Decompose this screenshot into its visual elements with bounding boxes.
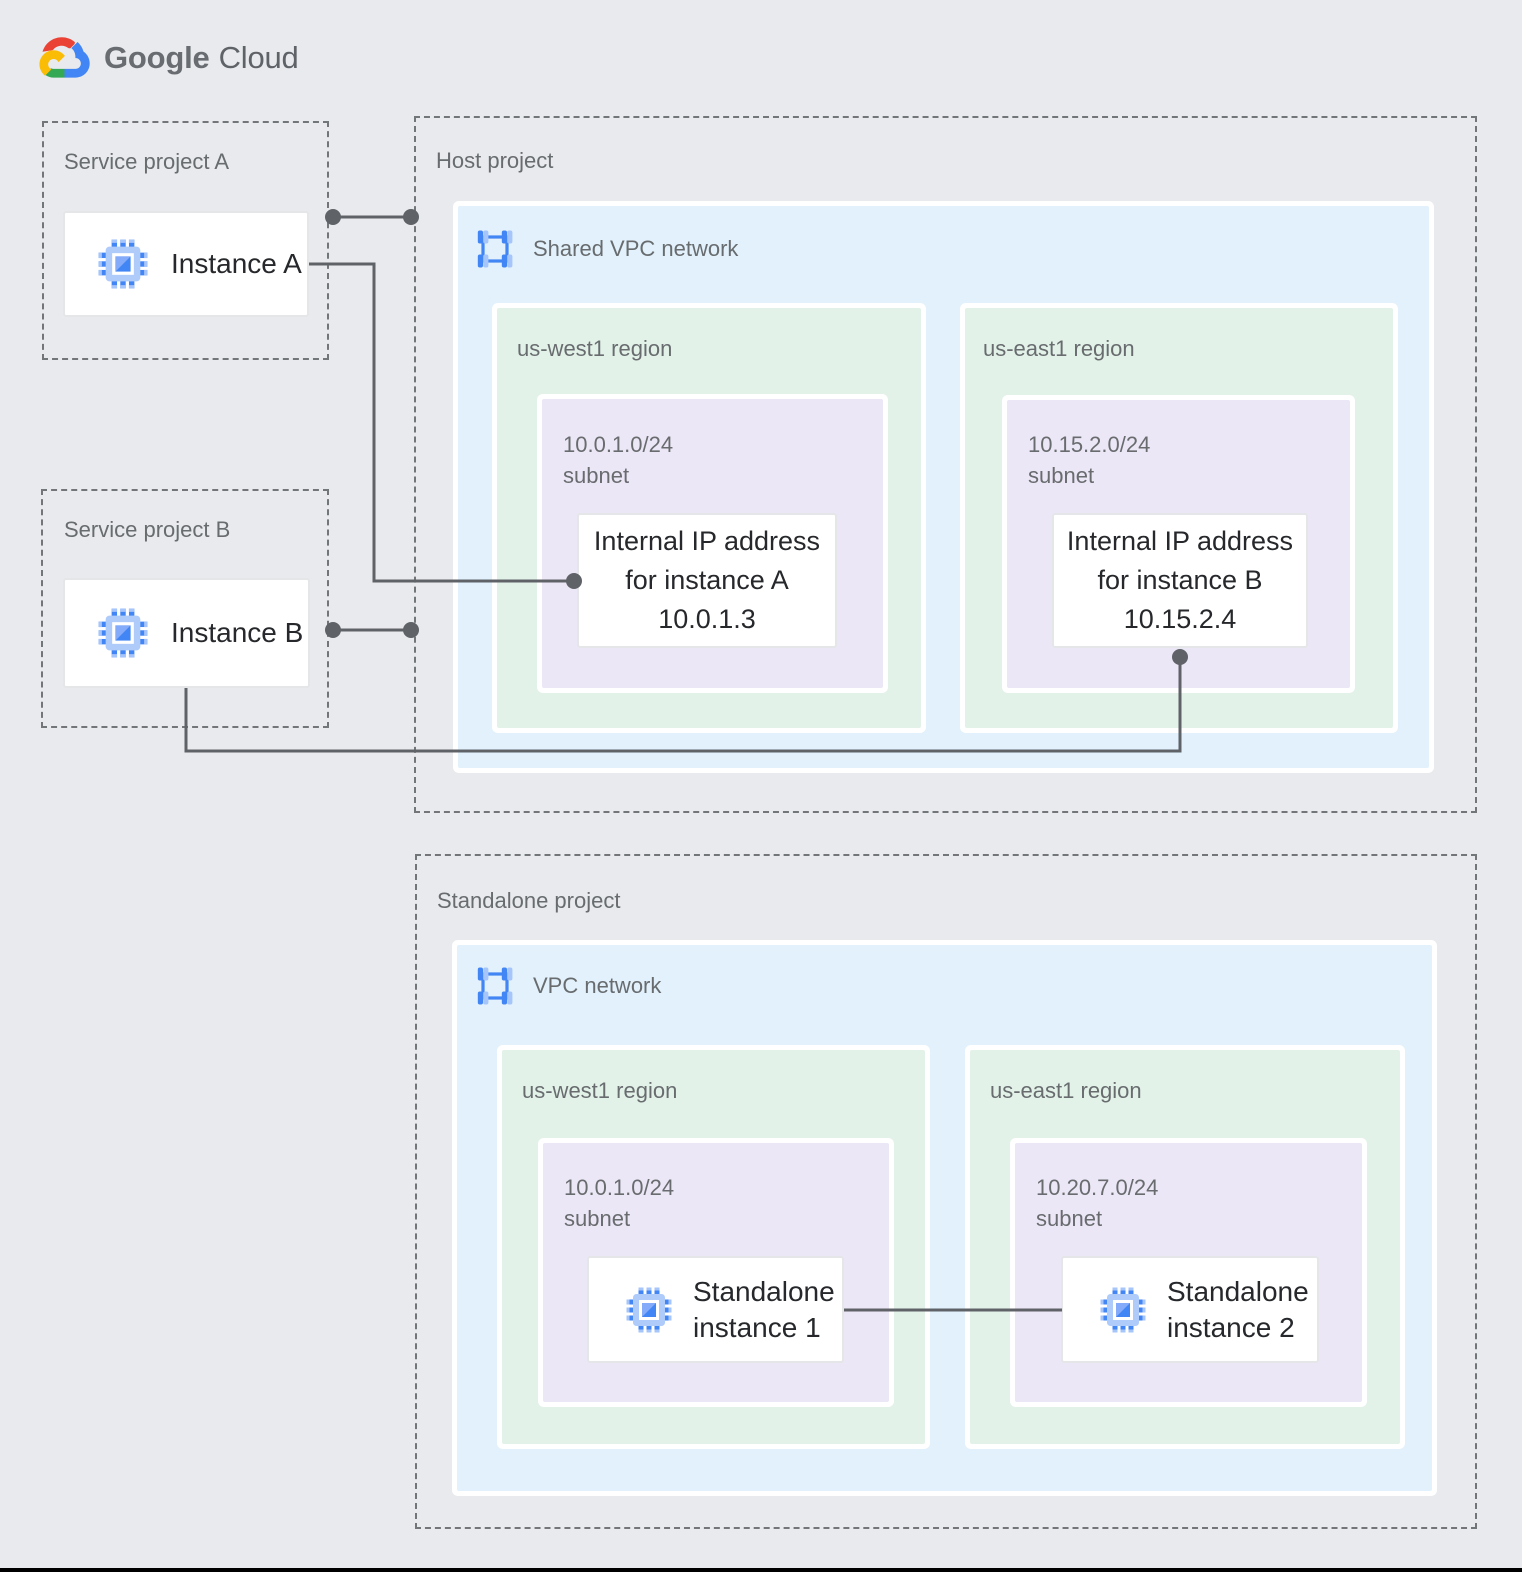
shared-vpc-network-label: Shared VPC network (533, 236, 739, 261)
shared-vpc-network-row: Shared VPC network (473, 227, 738, 271)
ip-card-line3: 10.15.2.4 (1123, 604, 1237, 634)
ip-card-line3: 10.0.1.3 (658, 604, 756, 634)
logo-text-cloud: Cloud (218, 40, 299, 75)
standalone-project-box: Standalone project VPC network us-west1 … (415, 854, 1477, 1529)
subnet-word: subnet (1028, 463, 1095, 488)
ip-card-line2: for instance B (1097, 565, 1263, 595)
standalone-instance-1-line2: instance 1 (693, 1311, 821, 1343)
compute-instance-icon (97, 238, 149, 290)
vpc-network-row: VPC network (473, 964, 661, 1008)
standalone-instance-2-line2: instance 2 (1167, 1311, 1295, 1343)
standalone-instance-1-line1: Standalone (693, 1275, 835, 1307)
instance-b-label: Instance B (171, 617, 304, 648)
standalone-subnet-us-west1-label: 10.0.1.0/24 subnet (564, 1172, 674, 1234)
host-subnet-us-west1-label: 10.0.1.0/24 subnet (563, 429, 673, 491)
service-project-b-box: Service project B Instance B (41, 489, 329, 728)
internal-ip-instance-a-card: Internal IP address for instance A 10.0.… (577, 513, 837, 648)
service-project-a-box: Service project A Instance A (42, 121, 329, 360)
subnet-cidr: 10.15.2.0/24 (1028, 432, 1151, 457)
compute-instance-icon (1099, 1286, 1147, 1334)
standalone-region-us-west1-box: us-west1 region 10.0.1.0/24 subnet Stand… (502, 1050, 925, 1444)
standalone-subnet-us-east1-box: 10.20.7.0/24 subnet Standalone instance … (1015, 1143, 1362, 1402)
subnet-word: subnet (563, 463, 630, 488)
standalone-region-us-east1-title: us-east1 region (990, 1078, 1142, 1103)
vpc-network-box: VPC network us-west1 region 10.0.1.0/24 … (457, 945, 1432, 1491)
host-subnet-us-east1-label: 10.15.2.0/24 subnet (1028, 429, 1150, 491)
standalone-instance-2-line1: Standalone (1167, 1275, 1309, 1307)
standalone-instance-2-label: Standalone instance 2 (1167, 1274, 1309, 1346)
standalone-instance-2-card: Standalone instance 2 (1061, 1256, 1319, 1363)
logo-text-google: Google (104, 40, 210, 75)
subnet-word: subnet (564, 1206, 631, 1231)
host-region-us-west1-box: us-west1 region 10.0.1.0/24 subnet Inter… (497, 308, 921, 728)
instance-a-card: Instance A (63, 211, 309, 317)
compute-instance-icon (625, 1286, 673, 1334)
subnet-cidr: 10.20.7.0/24 (1036, 1175, 1159, 1200)
service-project-a-title: Service project A (64, 149, 230, 174)
ip-card-line2: for instance A (625, 565, 789, 595)
subnet-word: subnet (1036, 1206, 1103, 1231)
host-region-us-east1-title: us-east1 region (983, 336, 1135, 361)
vpc-network-icon (473, 227, 517, 271)
standalone-region-us-east1-box: us-east1 region 10.20.7.0/24 subnet Stan… (970, 1050, 1400, 1444)
ip-card-line1: Internal IP address (1066, 526, 1294, 556)
google-cloud-icon (36, 36, 90, 80)
subnet-cidr: 10.0.1.0/24 (564, 1175, 675, 1200)
host-subnet-us-east1-box: 10.15.2.0/24 subnet Internal IP address … (1007, 400, 1350, 688)
host-project-box: Host project Shared VPC network us-west1… (414, 116, 1477, 813)
internal-ip-instance-b-card: Internal IP address for instance B 10.15… (1052, 513, 1308, 648)
screenshot-bottom-edge (0, 1568, 1522, 1572)
vpc-network-icon (473, 964, 517, 1008)
instance-a-label: Instance A (171, 248, 302, 279)
standalone-subnet-us-west1-box: 10.0.1.0/24 subnet Standalone instance 1 (543, 1143, 889, 1402)
vpc-network-label: VPC network (533, 973, 662, 998)
subnet-cidr: 10.0.1.0/24 (563, 432, 674, 457)
standalone-instance-1-label: Standalone instance 1 (693, 1274, 835, 1346)
host-region-us-east1-box: us-east1 region 10.15.2.0/24 subnet Inte… (965, 308, 1393, 728)
host-region-us-west1-title: us-west1 region (517, 336, 673, 361)
service-project-b-title: Service project B (64, 517, 231, 542)
ip-card-line1: Internal IP address (593, 526, 821, 556)
host-project-title: Host project (436, 148, 554, 173)
compute-instance-icon (97, 607, 149, 659)
host-subnet-us-west1-box: 10.0.1.0/24 subnet Internal IP address f… (542, 399, 883, 688)
standalone-instance-1-card: Standalone instance 1 (587, 1256, 844, 1363)
standalone-subnet-us-east1-label: 10.20.7.0/24 subnet (1036, 1172, 1158, 1234)
standalone-region-us-west1-title: us-west1 region (522, 1078, 678, 1103)
instance-b-card: Instance B (63, 578, 310, 688)
standalone-project-title: Standalone project (437, 888, 621, 913)
shared-vpc-network-box: Shared VPC network us-west1 region 10.0.… (458, 206, 1429, 768)
